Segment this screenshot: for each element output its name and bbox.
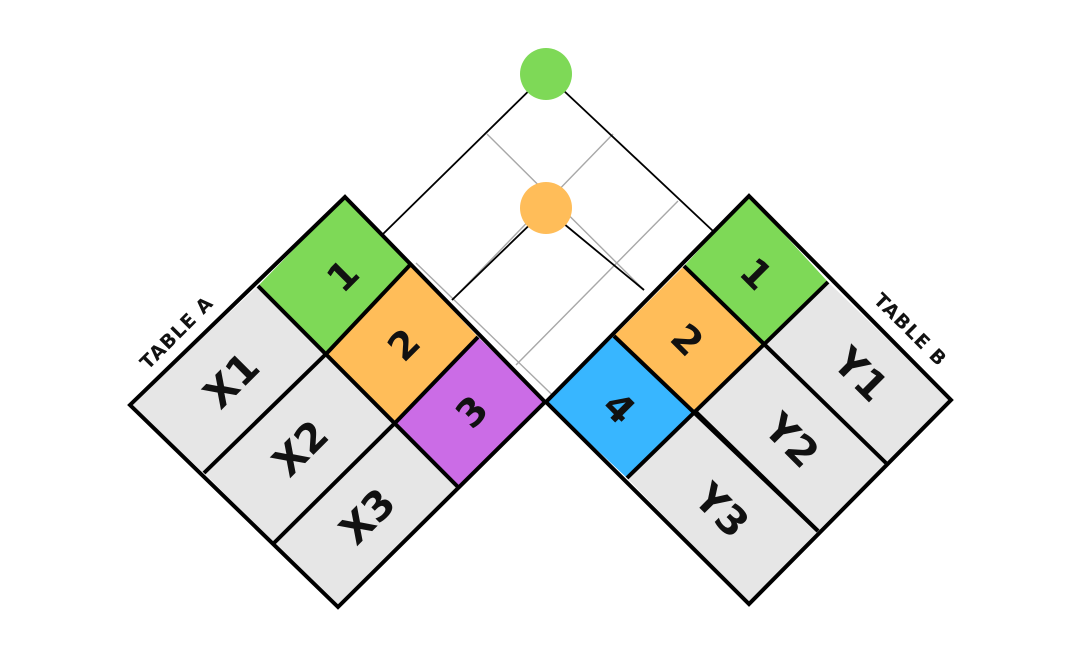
table-b-row-y1 [763, 282, 951, 463]
table-b-cell-1 [684, 196, 828, 347]
join-grid-line [515, 200, 679, 366]
table-b-divider [692, 408, 820, 533]
table-b-outline [543, 193, 954, 607]
table-b-cell-4 [546, 336, 694, 478]
table-a-cell-2 [327, 265, 478, 422]
join-grid-edge [545, 73, 714, 232]
table-b-row-y2 [694, 347, 886, 531]
table-a-row-x2 [204, 353, 396, 543]
table-b-row-y3 [627, 410, 818, 604]
table-a-divider [394, 335, 480, 424]
table-b-cell-2 [614, 266, 763, 410]
table-a-divider [272, 420, 398, 545]
table-a-divider [325, 263, 412, 355]
table-a: 1 2 3 X1 X2 X3 TABLE A [127, 194, 548, 610]
table-b-divider [682, 264, 888, 465]
join-grid-background [383, 74, 713, 402]
orange-join-node [520, 182, 572, 234]
table-a-divider [202, 351, 329, 475]
table-a-row-x3 [274, 422, 458, 607]
join-grid-edge [382, 73, 547, 235]
green-join-node [520, 48, 572, 100]
table-b-divider [625, 280, 830, 480]
table-a-cell-3 [396, 337, 545, 487]
join-grid-line [415, 262, 574, 416]
table-a-outline [127, 194, 548, 610]
table-a-row-x1 [130, 286, 327, 473]
table-a-divider [256, 284, 460, 489]
table-b: 1 2 4 Y1 Y2 Y3 TABLE B [543, 193, 954, 607]
table-a-cell-1 [258, 197, 410, 353]
